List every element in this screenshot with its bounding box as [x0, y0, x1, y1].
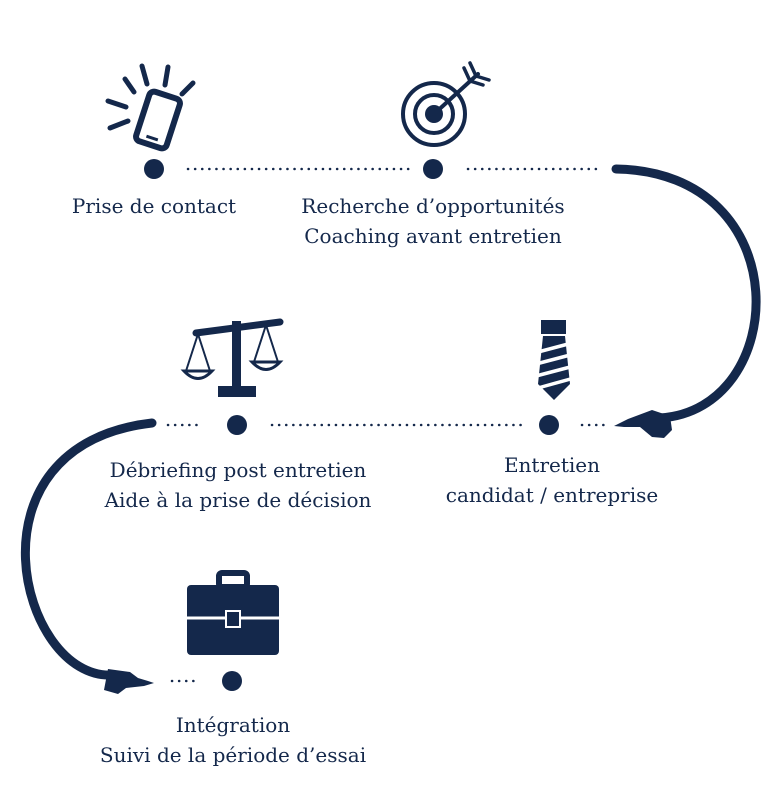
pointing-hand-icon: [104, 669, 154, 694]
step-node-4: [227, 415, 247, 435]
step-label-line: Suivi de la période d’essai: [99, 743, 367, 767]
step-label-line: Intégration: [175, 713, 291, 737]
step-label-line: Aide à la prise de décision: [104, 488, 372, 512]
smartphone-ringing-icon: [105, 63, 196, 152]
target-arrow-icon: [401, 61, 491, 147]
step-label-recherche: Recherche d’opportunités Coaching avant …: [301, 191, 564, 251]
scales-icon: [180, 318, 284, 397]
step-node-3: [539, 415, 559, 435]
step-node-1: [144, 159, 164, 179]
step-label-debriefing: Débriefing post entretien Aide à la pris…: [105, 455, 372, 515]
step-label-prise-de-contact: Prise de contact: [72, 191, 236, 221]
step-node-5: [222, 671, 242, 691]
step-label-line: Prise de contact: [71, 194, 237, 218]
step-label-entretien: Entretien candidat / entreprise: [446, 450, 658, 510]
step-label-line: candidat / entreprise: [445, 483, 659, 507]
step-label-line: Entretien: [503, 453, 601, 477]
step-label-line: Coaching avant entretien: [304, 224, 562, 248]
step-label-line: Recherche d’opportunités: [301, 194, 565, 218]
briefcase-icon: [187, 570, 279, 655]
pointing-hand-icon: [614, 410, 672, 438]
step-node-2: [423, 159, 443, 179]
necktie-icon: [535, 320, 575, 400]
curved-connector-left: [20, 418, 157, 680]
step-label-line: Débriefing post entretien: [109, 458, 367, 482]
curved-connector-right: [611, 164, 761, 423]
step-label-integration: Intégration Suivi de la période d’essai: [100, 710, 366, 770]
